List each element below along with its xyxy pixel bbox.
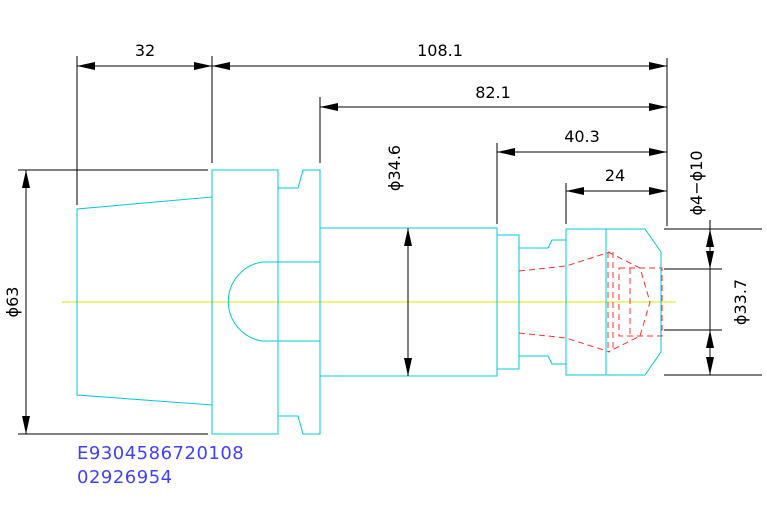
hidden-lines (518, 251, 663, 353)
dim-108-1: 108.1 (417, 41, 463, 60)
dimension-lines (18, 56, 762, 435)
part-code-line1: E9304586720108 (77, 443, 244, 464)
dim-dia-33-7: ϕ33.7 (731, 279, 750, 325)
part-outline (76, 169, 662, 435)
part-code-line2: 02926954 (77, 467, 173, 488)
dim-dia-4-10: ϕ4−ϕ10 (687, 150, 706, 215)
dim-82-1: 82.1 (475, 83, 511, 102)
dim-40-3: 40.3 (564, 127, 600, 146)
dim-dia-34-6: ϕ34.6 (385, 145, 404, 191)
dim-32: 32 (135, 41, 155, 60)
dim-dia-63: ϕ63 (3, 287, 22, 318)
dim-24: 24 (605, 166, 625, 185)
